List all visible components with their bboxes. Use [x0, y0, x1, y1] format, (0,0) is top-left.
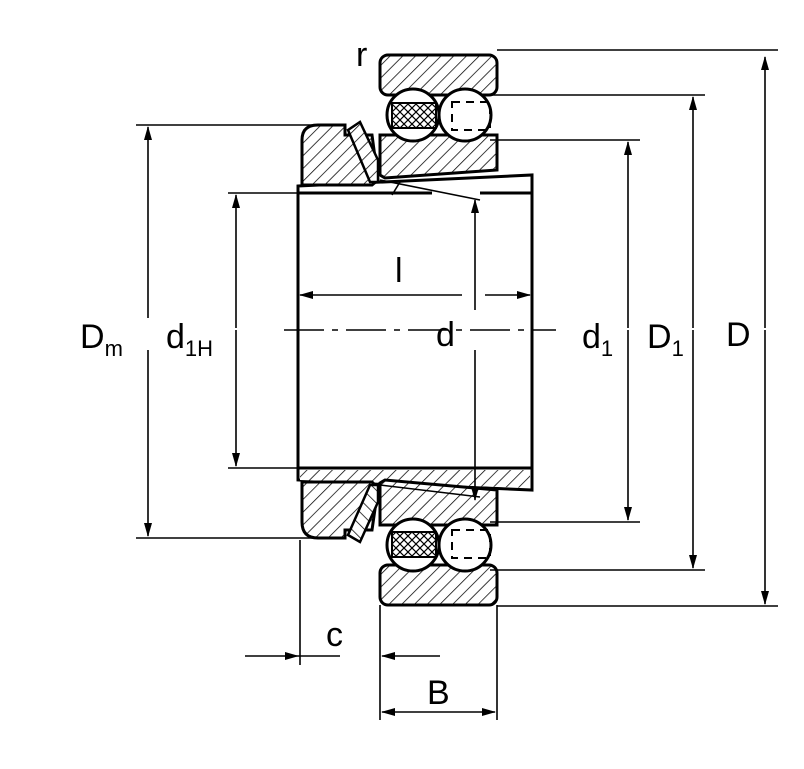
label-d1: d1 — [582, 318, 613, 361]
balls-top — [385, 87, 493, 143]
label-D: D — [726, 316, 751, 354]
label-B: B — [427, 674, 450, 712]
adapter-sleeve — [296, 173, 534, 492]
balls-bottom — [385, 517, 493, 573]
label-Dm: Dm — [80, 318, 123, 361]
locknut-bottom — [300, 480, 380, 544]
locknut-top — [300, 120, 380, 187]
inner-ring-bottom — [378, 478, 499, 527]
dimension-lines — [144, 56, 769, 716]
label-d: d — [436, 316, 455, 354]
inner-ring-top — [378, 133, 499, 180]
extension-lines — [136, 49, 778, 720]
outer-ring-top — [378, 53, 499, 97]
label-c: c — [326, 616, 343, 654]
outer-ring-bottom — [378, 563, 499, 607]
label-d1H: d1H — [166, 318, 213, 361]
label-l: l — [395, 252, 403, 290]
label-r: r — [356, 36, 367, 74]
label-D1: D1 — [647, 318, 684, 361]
